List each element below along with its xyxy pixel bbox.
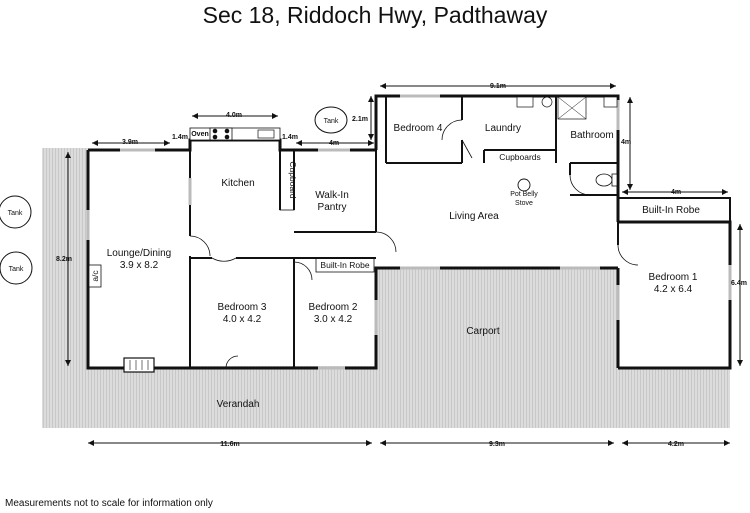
bedroom1-size-label: 4.2 x 6.4 bbox=[654, 284, 693, 295]
bathroom-label: Bathroom bbox=[570, 130, 613, 141]
ac-unit bbox=[88, 264, 102, 288]
dim-bedroom1-width: 4m bbox=[671, 189, 681, 196]
cupboards-label: Cupboards bbox=[499, 152, 541, 162]
lounge-bay-window bbox=[123, 357, 155, 373]
dim-kitchen-width: 4.0m bbox=[226, 112, 242, 119]
bedroom4-label: Bedroom 4 bbox=[394, 123, 443, 134]
builtin-robe-master-label: Built-In Robe bbox=[642, 205, 700, 216]
builtin-robe-b2-box bbox=[315, 257, 375, 273]
bedroom3-name-label: Bedroom 3 bbox=[218, 302, 267, 313]
dim-bedroom1-height: 6.4m bbox=[731, 280, 747, 287]
verandah-label: Verandah bbox=[217, 399, 260, 410]
kitchen-label: Kitchen bbox=[221, 178, 254, 189]
verandah-floor bbox=[42, 148, 730, 428]
bedroom3-size-label: 4.0 x 4.2 bbox=[223, 314, 262, 325]
kitchen-bench bbox=[189, 127, 281, 141]
cupboard-box bbox=[279, 149, 295, 211]
laundry-label: Laundry bbox=[485, 123, 521, 134]
living-area-label: Living Area bbox=[449, 211, 499, 222]
dim-bathroom-depth: 4m bbox=[621, 139, 631, 146]
plan-title: Sec 18, Riddoch Hwy, Padthaway bbox=[202, 2, 548, 28]
walkin-label-2: Pantry bbox=[318, 202, 347, 213]
bedroom2-size-label: 3.0 x 4.2 bbox=[314, 314, 353, 325]
walkin-label-1: Walk-In bbox=[315, 190, 349, 201]
bedroom2-name-label: Bedroom 2 bbox=[309, 302, 358, 313]
oven-label: Oven bbox=[191, 131, 209, 138]
laundry-fixtures bbox=[516, 96, 618, 187]
dim-lounge-width: 3.9m bbox=[122, 139, 138, 146]
cupboard-label: Cupboard bbox=[288, 161, 298, 199]
dim-gap-left: 1.4m bbox=[172, 134, 188, 141]
tanks bbox=[0, 106, 348, 285]
dim-bottom-right: 4.2m bbox=[668, 441, 684, 448]
windows bbox=[86, 94, 732, 370]
dim-pantry-width: 4m bbox=[329, 140, 339, 147]
doors bbox=[189, 119, 639, 369]
tank-label-1: Tank bbox=[324, 118, 339, 125]
lounge-name-label: Lounge/Dining bbox=[107, 248, 172, 259]
tank-label-3: Tank bbox=[9, 266, 24, 273]
dim-total-height: 8.2m bbox=[56, 256, 72, 263]
dim-gap-right: 1.4m bbox=[282, 134, 298, 141]
ac-label: a/c bbox=[90, 270, 100, 282]
bedroom1-name-label: Bedroom 1 bbox=[649, 272, 698, 283]
footnote: Measurements not to scale for informatio… bbox=[5, 498, 213, 509]
stove-label-2: Stove bbox=[515, 200, 533, 207]
pot-belly-stove-icon bbox=[517, 178, 531, 192]
builtin-robe-b2-label: Built-In Robe bbox=[320, 260, 369, 270]
dim-bottom-mid: 9.3m bbox=[489, 441, 505, 448]
stove-label-1: Pot Belly bbox=[510, 191, 538, 198]
dim-bottom-left: 11.6m bbox=[220, 441, 239, 448]
lounge-size-label: 3.9 x 8.2 bbox=[120, 260, 159, 271]
dim-top-width: 9.1m bbox=[490, 83, 506, 90]
carport-label: Carport bbox=[466, 326, 500, 337]
builtin-robe-master-box bbox=[617, 197, 731, 223]
dimension-lines bbox=[65, 83, 743, 446]
tank-label-2: Tank bbox=[8, 210, 23, 217]
dim-tank-depth: 2.1m bbox=[352, 116, 368, 123]
